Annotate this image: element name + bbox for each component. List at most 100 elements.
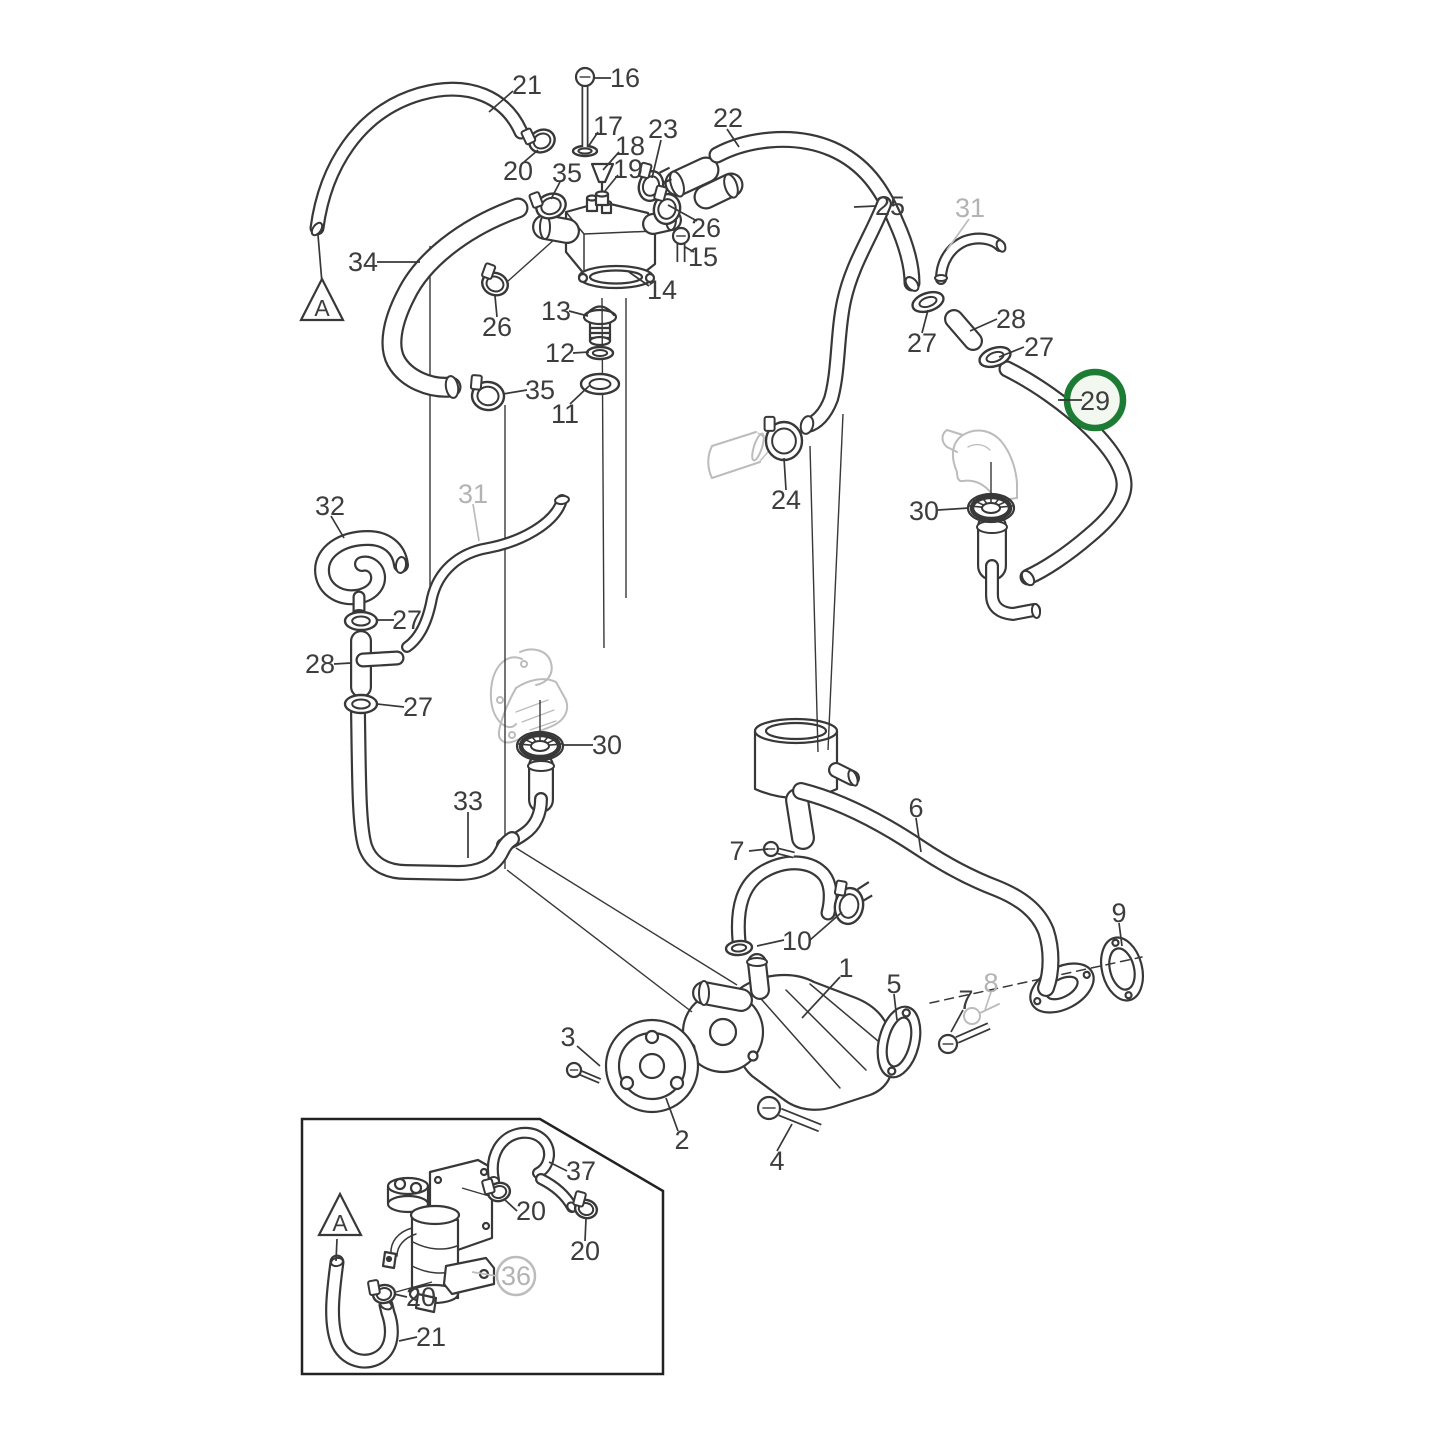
part-callout: 34 [348,247,378,277]
hose-clamp [763,415,804,462]
ghost-water-distribution-housing [941,429,1018,502]
callout-leader-line [684,246,695,253]
part-callout: 26 [482,312,512,342]
callout-leader-line [665,1097,679,1132]
pipe-tower-housing [753,717,839,800]
part-callout: 16 [610,63,640,93]
hose-clamp [481,262,509,297]
callout-leader-line [550,181,561,200]
callout-leader-line [503,1198,518,1212]
o-ring [579,372,621,396]
part-callout: 31 [458,479,488,509]
hose-tube [352,706,518,879]
callout-leader-line [950,1009,964,1033]
hose-clamp [520,127,556,154]
hose-clamp [572,1190,599,1220]
part-callout: 27 [392,605,422,635]
tube-end-opening [904,276,920,292]
part-callout: 29 [1080,386,1110,416]
callout-leader-line [783,457,787,491]
callout-leader-line [776,1123,793,1152]
part-callout: 4 [769,1146,784,1176]
tube-end-opening [554,494,570,506]
callout-leader-line [548,1161,568,1172]
bolt [756,1095,822,1133]
hose-tube [383,199,527,396]
alignment-line [809,445,819,753]
part-callout: 35 [525,375,555,405]
seal-ring [515,730,565,762]
o-ring [343,610,379,632]
hose-tube [403,496,566,651]
part-callout: 20 [503,156,533,186]
part-callout: 35 [552,158,582,188]
seal-ring [966,492,1016,524]
callout-leader-line [1118,922,1123,947]
part-callout: 27 [403,692,433,722]
part-callout: 15 [688,242,718,272]
part-callout: 20 [406,1282,436,1312]
tube-end-opening [995,239,1007,253]
hose-clamp [481,1177,512,1203]
part-callout: 3 [560,1022,575,1052]
hose-tube [733,857,836,947]
part-callout: 28 [305,649,335,679]
callout-leader-line [376,703,405,708]
tube-end-opening [1030,603,1042,619]
part-callout: 6 [908,793,923,823]
callout-leader-line [330,515,345,539]
hose-tube [489,1129,553,1184]
bolt [574,66,596,147]
pump-pulley [604,1018,700,1114]
part-callout: 9 [1111,898,1126,928]
part-callout: 27 [1024,332,1054,362]
callout-leader-line [602,151,620,171]
alignment-line [827,413,844,751]
part-callout: 14 [647,275,677,305]
tube-end-opening [1020,569,1036,587]
part-callout: 33 [453,786,483,816]
hose-clamp [367,1279,397,1305]
part-number: 36 [501,1261,531,1291]
callout-leader-line [628,271,650,287]
part-callout: 8 [983,968,998,998]
hose-tube [794,784,1058,995]
part-callout: 22 [713,103,743,133]
hose-tube [710,133,919,290]
circled-part-badge: 36 [495,1255,537,1297]
alignment-line [395,1281,433,1293]
callout-leader-line [748,848,769,852]
callout-leader-line [893,993,898,1021]
part-callout: 17 [593,111,623,141]
hose-tube [987,561,1039,619]
hose-tube [787,790,813,848]
hose-tube [946,311,981,349]
callout-leader-line [335,1238,338,1262]
gasket-5 [876,1005,922,1079]
callout-leader-line [726,128,740,148]
o-ring [343,693,379,715]
part-callout: 19 [613,154,643,184]
part-callout: 18 [615,131,645,161]
hose-clamp [469,374,506,412]
hose-tube [327,1256,397,1367]
part-callout: 23 [648,114,678,144]
callout-leader-line [651,139,662,179]
bolt [671,226,691,262]
callout-leader-line [946,218,970,251]
callout-leader-line [604,174,619,192]
tube-end-opening [847,769,859,787]
tube-end-opening [746,957,768,967]
callout-leader-line [523,149,539,163]
callout-leader-line [494,295,498,318]
hose-clamp [833,879,873,926]
part-callout: 7 [729,836,744,866]
part-callout: 31 [955,193,985,223]
tube-end-opening [669,170,685,198]
hose-tube [749,955,768,998]
callout-leader-line [569,385,590,405]
part-callout: 26 [691,213,721,243]
part-callout: 32 [315,491,345,521]
hose-tube [357,652,403,666]
